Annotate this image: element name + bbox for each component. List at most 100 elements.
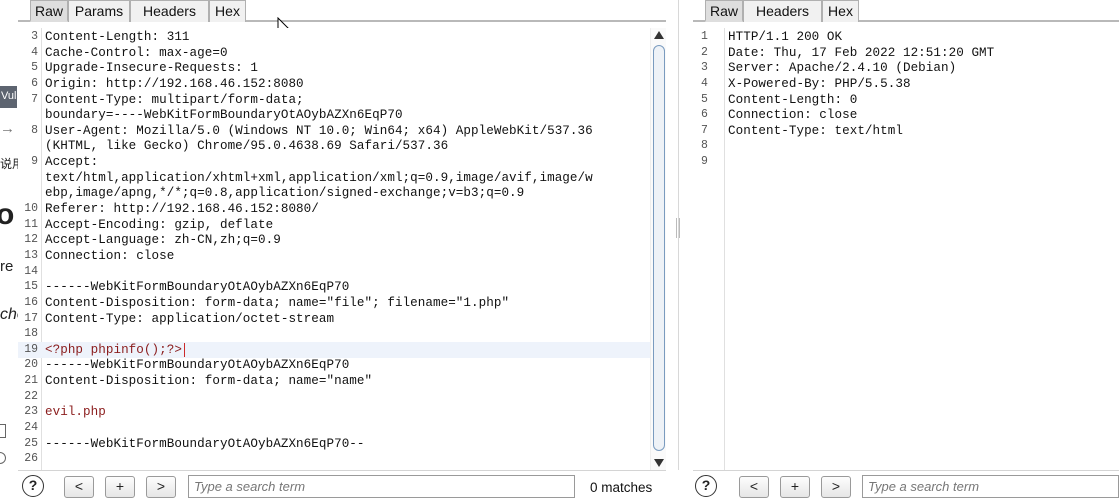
response-line-number: 5 (701, 92, 708, 106)
request-line-number: 26 (24, 452, 38, 466)
response-line-text: Content-Type: text/html (728, 123, 903, 138)
request-code-line: 14 (18, 264, 666, 280)
response-code-line: 9 (693, 154, 1119, 170)
response-prev-match-button[interactable]: < (739, 476, 769, 498)
request-line-number: 9 (31, 155, 38, 169)
background-text-fragment: che (0, 306, 18, 323)
request-line-number: 5 (31, 61, 38, 75)
scroll-down-icon[interactable] (654, 459, 664, 467)
divider-grip-icon[interactable] (676, 218, 680, 238)
response-line-text: Server: Apache/2.4.10 (Debian) (728, 61, 957, 76)
request-line-number: 8 (31, 123, 38, 137)
request-code-line: (KHTML, like Gecko) Chrome/95.0.4638.69 … (18, 138, 666, 154)
request-code-line: text/html,application/xhtml+xml,applicat… (18, 170, 666, 186)
request-line-text: Content-Disposition: form-data; name="na… (45, 374, 373, 389)
response-line-gutter (693, 28, 725, 470)
request-scrollbar[interactable] (650, 28, 666, 470)
request-line-text: text/html,application/xhtml+xml,applicat… (45, 170, 593, 185)
request-code-line: boundary=----WebKitFormBoundaryOtAOybAZX… (18, 107, 666, 123)
request-line-number: 10 (24, 202, 38, 216)
request-code-line: 22 (18, 389, 666, 405)
split-pane-divider[interactable] (666, 0, 693, 498)
request-line-text: Content-Type: multipart/form-data; (45, 92, 304, 107)
request-line-number: 22 (24, 389, 38, 403)
response-tab-headers[interactable]: Headers (743, 0, 822, 22)
request-line-number: 21 (24, 374, 38, 388)
request-help-button[interactable]: ? (22, 475, 44, 497)
divider-line (678, 0, 679, 470)
request-tab-headers[interactable]: Headers (130, 0, 209, 22)
request-code-line: 24 (18, 420, 666, 436)
request-line-text: Accept-Language: zh-CN,zh;q=0.9 (45, 233, 281, 248)
request-next-match-button[interactable]: > (146, 476, 176, 498)
request-code-line: 6 Origin: http://192.168.46.152:8080 (18, 76, 666, 92)
request-line-text: User-Agent: Mozilla/5.0 (Windows NT 10.0… (45, 123, 593, 138)
response-line-number: 4 (701, 76, 708, 90)
response-line-text: X-Powered-By: PHP/5.5.38 (728, 76, 911, 91)
request-code-line: 26 (18, 451, 666, 467)
response-add-button[interactable]: + (780, 476, 810, 498)
request-tab-params[interactable]: Params (68, 0, 130, 22)
request-line-text: ------WebKitFormBoundaryOtAOybAZXn6EqP70 (45, 358, 350, 373)
request-match-count: 0 matches (590, 480, 653, 495)
request-tab-hex[interactable]: Hex (209, 0, 246, 22)
request-line-text: ------WebKitFormBoundaryOtAOybAZXn6EqP70 (45, 280, 350, 295)
request-line-number: 15 (24, 280, 38, 294)
response-code-line: 8 (693, 138, 1119, 154)
request-tab-raw[interactable]: Raw (30, 0, 68, 22)
request-line-text: Cache-Control: max-age=0 (45, 45, 228, 60)
request-line-text: Origin: http://192.168.46.152:8080 (45, 76, 304, 91)
request-code-line: 19<?php phpinfo();?> (18, 341, 666, 358)
request-code-line: 15 ------WebKitFormBoundaryOtAOybAZXn6EqP… (18, 279, 666, 295)
background-text-fragment: re (0, 258, 14, 275)
request-line-text: Connection: close (45, 248, 175, 263)
request-line-number: 24 (24, 421, 38, 434)
request-prev-match-button[interactable]: < (64, 476, 94, 498)
request-line-number: 17 (24, 311, 38, 325)
response-line-number: 2 (701, 45, 708, 59)
request-line-number: 20 (24, 358, 38, 372)
background-radio-fragment (0, 452, 6, 464)
response-next-match-button[interactable]: > (821, 476, 851, 498)
response-tab-hex[interactable]: Hex (822, 0, 859, 22)
request-code-line: 9 Accept: (18, 154, 666, 170)
response-search-input[interactable] (862, 475, 1119, 498)
response-line-text: Content-Length: 0 (728, 92, 858, 107)
request-line-number: 4 (31, 45, 38, 59)
response-line-number: 6 (701, 108, 708, 122)
background-checkbox-fragment (0, 424, 6, 438)
scroll-up-icon[interactable] (654, 31, 664, 39)
request-add-button[interactable]: + (105, 476, 135, 498)
background-heading-fragment: o (0, 198, 15, 231)
request-line-number: 6 (31, 76, 38, 90)
response-help-button[interactable]: ? (695, 475, 717, 497)
request-code-line: 20 ------WebKitFormBoundaryOtAOybAZXn6EqP… (18, 357, 666, 373)
text-caret (184, 342, 185, 357)
request-line-text: Accept-Encoding: gzip, deflate (45, 217, 274, 232)
request-line-number: 14 (24, 264, 38, 278)
background-tab-fragment: Vul (0, 86, 17, 108)
request-line-text: (KHTML, like Gecko) Chrome/95.0.4638.69 … (45, 139, 449, 154)
response-tab-raw[interactable]: Raw (705, 0, 743, 22)
request-code-line: 25------WebKitFormBoundaryOtAOybAZXn6EqP… (18, 436, 666, 452)
response-line-number: 9 (701, 155, 708, 169)
request-code-line: 21 Content-Disposition: form-data; name="… (18, 373, 666, 389)
request-search-input[interactable] (188, 475, 575, 498)
request-scroll-thumb[interactable] (653, 45, 665, 451)
request-line-text: boundary=----WebKitFormBoundaryOtAOybAZX… (45, 108, 403, 123)
request-line-text: Accept: (45, 155, 99, 170)
